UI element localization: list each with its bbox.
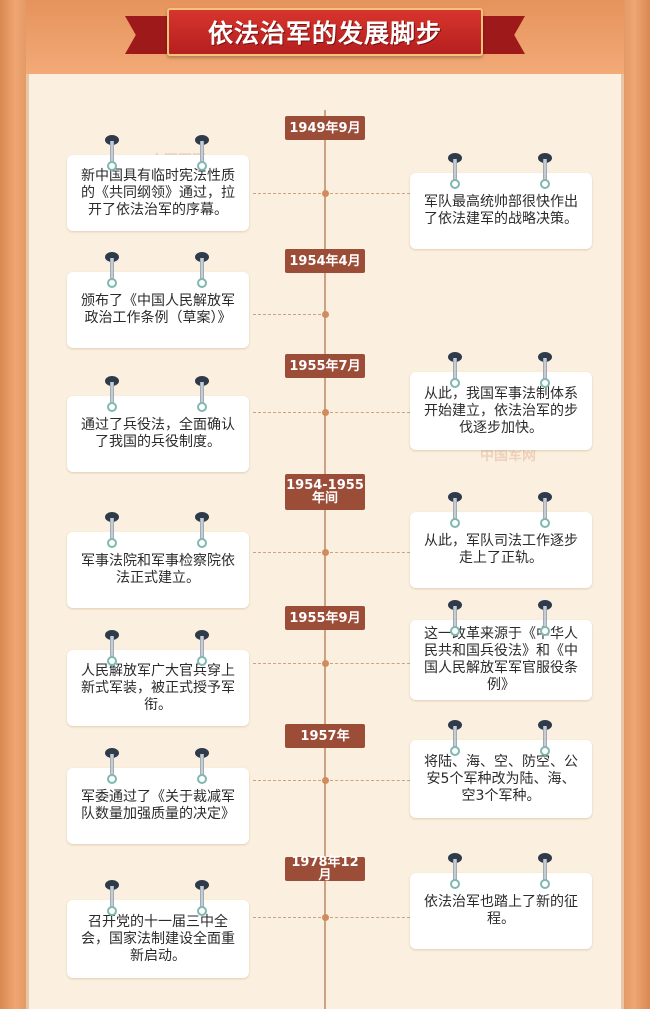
pin-icon — [105, 376, 119, 414]
pin-icon — [195, 512, 209, 550]
event-text: 新中国具有临时宪法性质的《共同纲领》通过，拉开了依法治军的序幕。 — [81, 167, 235, 218]
pin-icon — [195, 252, 209, 290]
pin-icon — [448, 492, 462, 530]
pin-icon — [448, 853, 462, 891]
pin-icon — [538, 492, 552, 530]
axis-dot — [321, 913, 329, 921]
event-card-right: 从此，军队司法工作逐步走上了正轨。 — [410, 512, 592, 588]
event-text: 依法治军也踏上了新的征程。 — [424, 894, 578, 927]
event-text: 召开党的十一届三中全会，国家法制建设全面重新启动。 — [81, 913, 235, 964]
pin-icon — [105, 748, 119, 786]
pin-icon — [448, 153, 462, 191]
event-text: 通过了兵役法，全面确认了我国的兵役制度。 — [81, 417, 235, 450]
connector-left — [253, 412, 321, 413]
event-card-left: 新中国具有临时宪法性质的《共同纲领》通过，拉开了依法治军的序幕。 — [67, 155, 249, 231]
year-label-1954-4: 1954年4月 — [285, 249, 365, 273]
event-card-left: 通过了兵役法，全面确认了我国的兵役制度。 — [67, 396, 249, 472]
pin-icon — [105, 135, 119, 173]
connector-left — [253, 314, 321, 315]
connector-right — [330, 663, 410, 664]
connector-left — [253, 663, 321, 664]
pin-icon — [195, 376, 209, 414]
connector-right — [330, 552, 410, 553]
event-text: 这一改革来源于《中华人民共和国兵役法》和《中国人民解放军军官服役条例》 — [424, 626, 578, 693]
event-text: 将陆、海、空、防空、公安5个军种改为陆、海、空3个军种。 — [424, 753, 578, 804]
axis-dot — [321, 659, 329, 667]
connector-left — [253, 917, 321, 918]
title-banner: 依法治军的发展脚步 — [125, 6, 525, 60]
year-label-1949-9: 1949年9月 — [285, 116, 365, 140]
connector-right — [330, 412, 410, 413]
event-card-left: 颁布了《中国人民解放军政治工作条例（草案）》 — [67, 272, 249, 348]
event-text: 从此，我国军事法制体系开始建立，依法治军的步伐逐步加快。 — [424, 385, 578, 436]
pin-icon — [105, 880, 119, 918]
connector-left — [253, 780, 321, 781]
axis-dot — [321, 310, 329, 318]
pin-icon — [448, 352, 462, 390]
pin-icon — [195, 880, 209, 918]
frame-left — [0, 0, 26, 1009]
axis-dot — [321, 189, 329, 197]
event-text: 人民解放军广大官兵穿上新式军装，被正式授予军衔。 — [81, 662, 235, 713]
event-card-left: 军委通过了《关于裁减军队数量加强质量的决定》 — [67, 768, 249, 844]
event-card-right: 从此，我国军事法制体系开始建立，依法治军的步伐逐步加快。 — [410, 372, 592, 450]
axis-dot — [321, 776, 329, 784]
pin-icon — [538, 853, 552, 891]
connector-right — [330, 917, 410, 918]
pin-icon — [538, 153, 552, 191]
year-label-1955-7: 1955年7月 — [285, 354, 365, 378]
event-card-right: 将陆、海、空、防空、公安5个军种改为陆、海、空3个军种。 — [410, 740, 592, 818]
event-card-right: 军队最高统帅部很快作出了依法建军的战略决策。 — [410, 173, 592, 249]
connector-left — [253, 193, 321, 194]
pin-icon — [538, 600, 552, 638]
pin-icon — [448, 600, 462, 638]
banner-main: 依法治军的发展脚步 — [167, 8, 483, 56]
event-text: 颁布了《中国人民解放军政治工作条例（草案）》 — [81, 293, 235, 326]
pin-icon — [195, 630, 209, 668]
watermark-2: 中国军网 — [480, 448, 536, 464]
event-card-left: 军事法院和军事检察院依法正式建立。 — [67, 532, 249, 608]
connector-right — [330, 193, 410, 194]
pin-icon — [105, 512, 119, 550]
event-text: 军事法院和军事检察院依法正式建立。 — [81, 553, 235, 586]
year-label-1957: 1957年 — [285, 724, 365, 748]
axis-dot — [321, 548, 329, 556]
pin-icon — [195, 748, 209, 786]
year-label-1954-1955: 1954-1955年间 — [285, 474, 365, 510]
event-text: 从此，军队司法工作逐步走上了正轨。 — [424, 533, 578, 566]
pin-icon — [105, 630, 119, 668]
axis-dot — [321, 408, 329, 416]
connector-left — [253, 552, 321, 553]
event-card-left: 人民解放军广大官兵穿上新式军装，被正式授予军衔。 — [67, 650, 249, 726]
event-card-left: 召开党的十一届三中全会，国家法制建设全面重新启动。 — [67, 900, 249, 978]
event-card-right: 这一改革来源于《中华人民共和国兵役法》和《中国人民解放军军官服役条例》 — [410, 620, 592, 700]
pin-icon — [448, 720, 462, 758]
connector-right — [330, 780, 410, 781]
pin-icon — [538, 720, 552, 758]
year-label-1955-9: 1955年9月 — [285, 606, 365, 630]
frame-right — [624, 0, 650, 1009]
event-card-right: 依法治军也踏上了新的征程。 — [410, 873, 592, 949]
pin-icon — [195, 135, 209, 173]
event-text: 军队最高统帅部很快作出了依法建军的战略决策。 — [424, 194, 578, 227]
page-title: 依法治军的发展脚步 — [207, 19, 442, 48]
event-text: 军委通过了《关于裁减军队数量加强质量的决定》 — [81, 789, 235, 822]
timeline-axis — [324, 110, 326, 1009]
year-label-1978-12: 1978年12月 — [285, 856, 365, 882]
pin-icon — [105, 252, 119, 290]
pin-icon — [538, 352, 552, 390]
